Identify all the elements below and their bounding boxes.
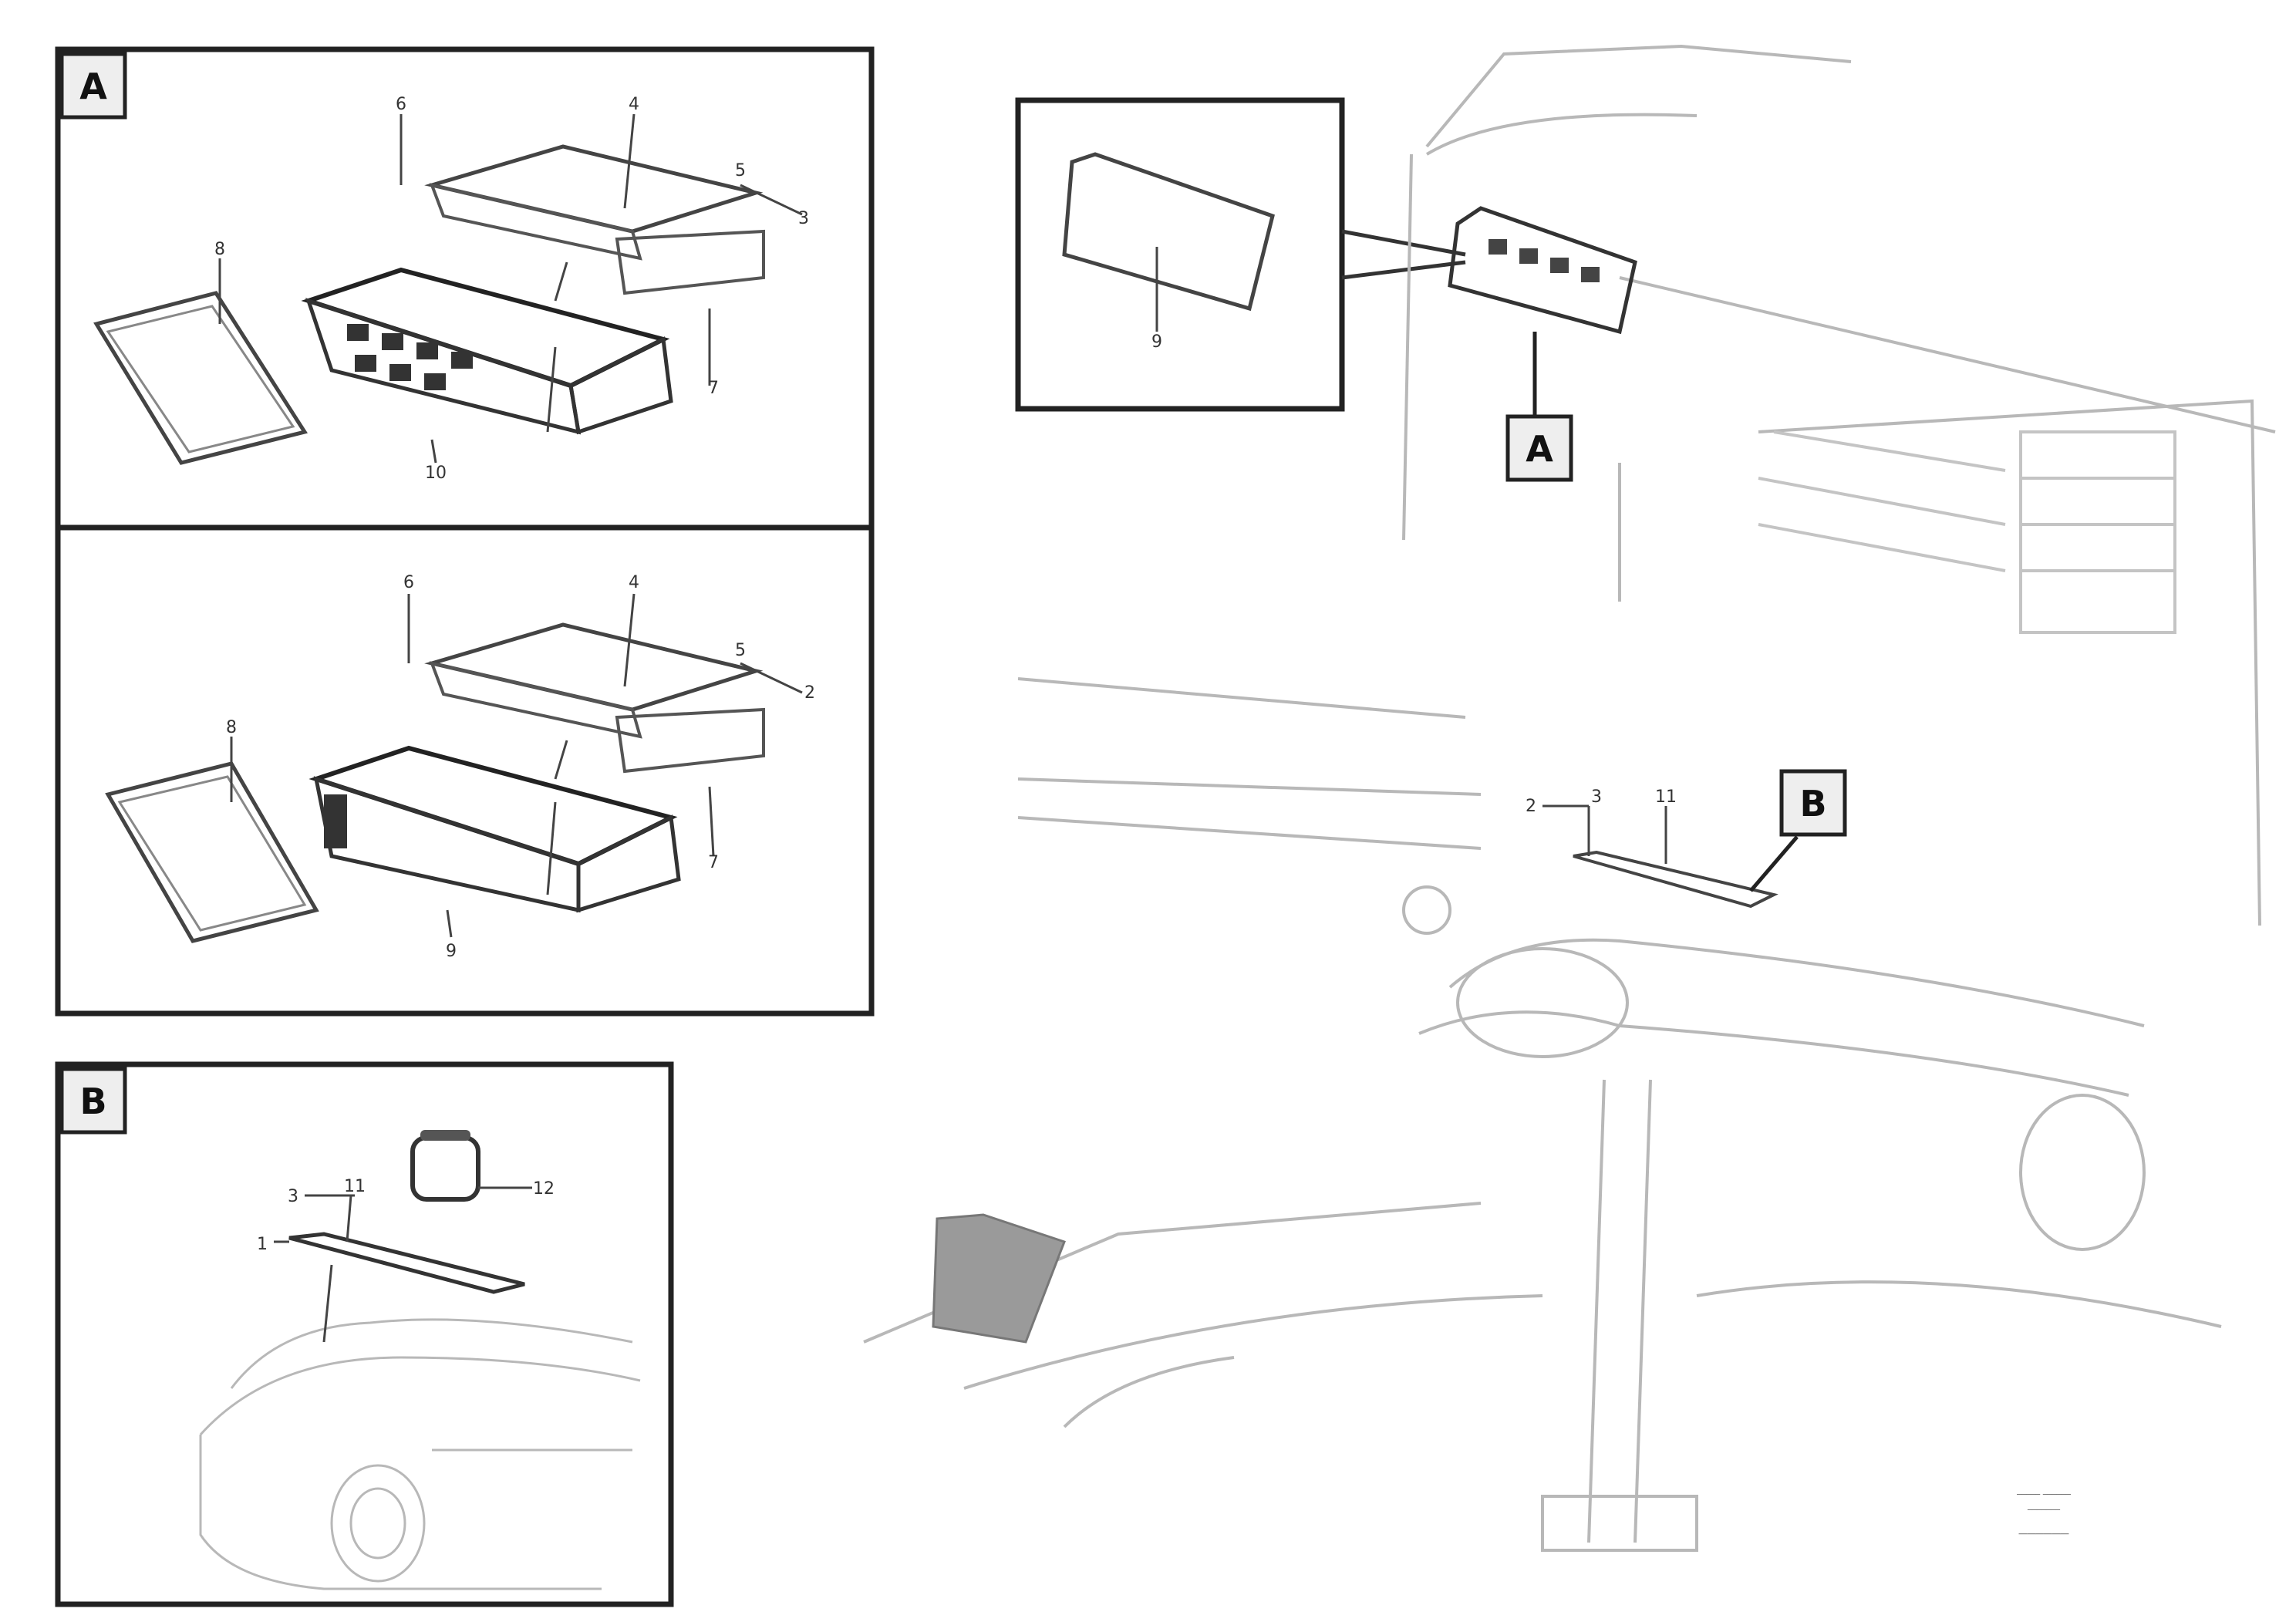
main-tag-b-box	[1779, 769, 1847, 837]
callout-a2-9: 9	[446, 942, 457, 961]
faceplate-bottom	[105, 761, 319, 943]
radio-unit-side	[568, 336, 673, 435]
window-grille	[1758, 430, 2176, 634]
main-tag-a: A	[1526, 428, 1553, 470]
main-tag-b: B	[1799, 783, 1826, 824]
floor-plate	[932, 1213, 1066, 1344]
panel-a-bottom-frame	[55, 524, 875, 1017]
callout-a2-6: 6	[403, 573, 414, 592]
callout-b-11: 11	[344, 1177, 366, 1196]
drawing-caption: _____ ______ _______ ______	[2016, 1484, 2072, 1535]
svg-text:_____ ______: _____ ______	[2016, 1484, 2072, 1495]
callout-a-5: 5	[735, 161, 746, 180]
callout-a2-5: 5	[735, 641, 746, 660]
detail-callout: 9	[1151, 332, 1162, 352]
panel-b-tag: B	[79, 1081, 106, 1122]
radio-buttons-top	[347, 324, 473, 390]
callout-a-8: 8	[214, 240, 225, 259]
main-tag-a-box	[1505, 414, 1573, 482]
main-illustration: 9	[863, 44, 2276, 1552]
cover-plate-edge	[429, 183, 642, 261]
ceiling-radio	[1448, 206, 1637, 335]
callout-a-10: 10	[425, 464, 447, 483]
drawing-reference: ______	[2018, 1519, 2068, 1535]
detail-faceplate	[1062, 152, 1275, 312]
callout-a2-4: 4	[629, 573, 639, 592]
svg-text:_______: _______	[2027, 1499, 2061, 1510]
main-callout-3: 3	[1591, 787, 1602, 807]
cab-outline-b	[199, 1318, 641, 1590]
callout-a2-8: 8	[226, 718, 237, 737]
panel-a-bottom: 6 4 5 2 8 7 9	[55, 524, 875, 1017]
callout-b-1: 1	[257, 1235, 268, 1254]
panel-a-top: A 6 4 5 3	[55, 46, 875, 531]
faceplate-top	[93, 291, 308, 465]
antenna-bracket	[288, 1232, 525, 1294]
callout-a-7: 7	[708, 379, 719, 398]
callout-a-6: 6	[396, 95, 406, 114]
radio-knob	[324, 794, 347, 848]
callout-b-12: 12	[533, 1179, 555, 1199]
panel-b: B 3 11 1 12	[55, 1061, 674, 1607]
callout-b-3: 3	[288, 1187, 298, 1206]
panel-b-tag-box	[59, 1067, 127, 1135]
callout-a2-2: 2	[804, 683, 815, 703]
roof-antenna-bracket	[1573, 850, 1778, 909]
detail-inset-frame	[1015, 97, 1345, 412]
main-callout-11: 11	[1655, 787, 1677, 807]
mount-bracket-2	[615, 707, 765, 774]
panel-a-tag: A	[79, 66, 107, 107]
panel-a-tag-box	[59, 52, 127, 120]
main-callout-2: 2	[1526, 797, 1536, 816]
callout-a-4: 4	[629, 95, 639, 114]
panel-b-frame	[55, 1061, 674, 1607]
callout-a-3: 3	[798, 209, 809, 228]
mount-bracket	[615, 229, 765, 295]
callout-a2-7: 7	[708, 853, 719, 872]
